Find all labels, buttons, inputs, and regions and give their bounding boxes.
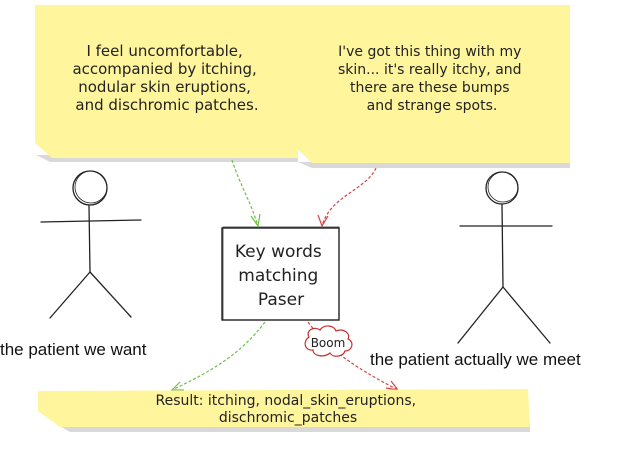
right-note-text: I've got this thing with my skin... it's… — [338, 44, 526, 114]
stick-figure-right-head — [485, 171, 519, 205]
stick-figure-right — [457, 171, 553, 344]
label-patient-want: the patient we want — [0, 340, 147, 359]
green-arrow-bottom-head — [170, 381, 184, 391]
red-arrow-top-head — [317, 214, 329, 228]
left-note-line: and dischromic patches. — [75, 96, 258, 114]
result-note-body — [38, 389, 530, 427]
stick-figure-right-leg — [457, 286, 504, 344]
result-line: dischromic_patches — [219, 410, 357, 426]
right-note-line: skin... it's really itchy, and — [338, 62, 522, 78]
parser-box-rect — [221, 227, 340, 321]
red-arrow-bottom-head — [385, 380, 400, 391]
stick-figure-left-head-sketch — [74, 170, 108, 204]
result-text: Result: itching, nodal_skin_eruptions, d… — [155, 393, 420, 426]
boom-cloud — [304, 325, 353, 357]
parser-box-rect-sketch — [222, 226, 340, 321]
left-note-line: I feel uncomfortable, — [86, 42, 242, 60]
parser-box: Key words matching Paser — [221, 226, 340, 321]
parser-text: Key words matching Paser — [235, 242, 327, 310]
boom-callout: Boom — [304, 325, 353, 357]
right-note-body — [296, 5, 570, 163]
stick-figure-left — [40, 170, 142, 319]
right-note-line: there are these bumps — [350, 80, 510, 96]
stick-figure-left-body — [88, 204, 91, 273]
green-arrow-top-head — [250, 213, 261, 228]
green-arrow-top — [231, 159, 259, 227]
right-note-line: and strange spots. — [367, 98, 498, 114]
stick-figure-left-arms — [40, 219, 142, 223]
stick-figure-right-body — [501, 203, 504, 288]
left-note: I feel uncomfortable, accompanied by itc… — [35, 5, 298, 162]
right-note-line: I've got this thing with my — [338, 44, 521, 60]
parser-line: Paser — [258, 290, 304, 310]
result-line: Result: itching, nodal_skin_eruptions, — [155, 393, 416, 409]
stick-figure-left-leg — [89, 271, 132, 318]
parser-line: Key words — [235, 242, 322, 262]
label-patient-meet: the patient actually we meet — [370, 350, 581, 369]
left-note-text: I feel uncomfortable, accompanied by itc… — [72, 42, 261, 114]
stick-figure-left-head — [72, 170, 108, 206]
left-note-line: nodular skin eruptions, — [78, 78, 251, 96]
red-arrow-top — [321, 167, 377, 227]
stick-figure-left-leg — [49, 271, 91, 319]
stick-figure-right-head-sketch — [487, 171, 519, 203]
left-note-line: accompanied by itching, — [72, 60, 256, 78]
right-note-shadow — [298, 162, 570, 168]
left-note-body — [35, 5, 298, 158]
result-note: Result: itching, nodal_skin_eruptions, d… — [38, 389, 530, 432]
right-note: I've got this thing with my skin... it's… — [296, 5, 570, 168]
parser-line: matching — [238, 266, 318, 286]
boom-label: Boom — [311, 336, 346, 350]
stick-figure-right-leg — [502, 286, 551, 344]
green-arrow-bottom — [171, 321, 266, 391]
